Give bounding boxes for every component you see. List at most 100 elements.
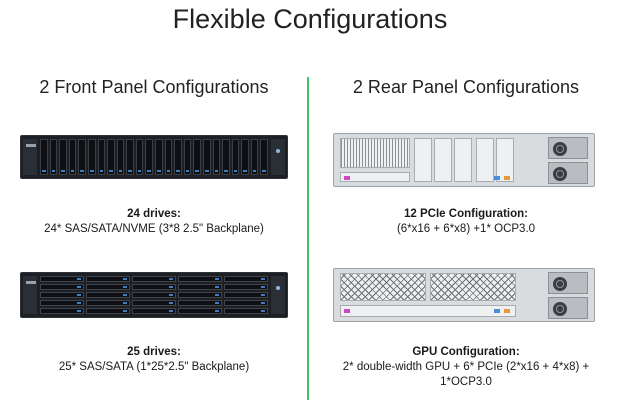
rack-ear-left — [23, 276, 37, 314]
front-config-25-caption: 25 drives: 25* SAS/SATA (1*25*2.5" Backp… — [0, 345, 308, 375]
rear-config-pcie-detail: (6*x16 + 6*x8) +1* OCP3.0 — [396, 223, 536, 235]
power-supply-unit — [548, 297, 588, 319]
drive-bay — [132, 300, 176, 306]
drive-bay — [132, 284, 176, 290]
power-led-icon — [276, 149, 280, 153]
psu-fan-icon — [553, 302, 567, 316]
drive-bay — [224, 300, 268, 306]
power-supply-unit — [548, 162, 588, 184]
drive-bay — [40, 139, 48, 175]
pcie-slot — [454, 138, 472, 182]
drive-bay — [107, 139, 115, 175]
drive-bay — [97, 139, 106, 175]
drive-bay — [126, 139, 134, 175]
front-config-24-caption: 24 drives: 24* SAS/SATA/NVME (3*8 2.5" B… — [0, 207, 308, 237]
drive-bay — [260, 139, 268, 175]
drive-bay — [202, 139, 211, 175]
pcie-slot-row — [340, 305, 516, 317]
ocp-port-icon — [504, 309, 510, 313]
drive-bay-grid — [40, 139, 268, 175]
front-panel-heading: 2 Front Panel Configurations — [39, 77, 269, 97]
drive-bay — [250, 139, 259, 175]
drive-bay — [132, 276, 176, 282]
drive-bay — [193, 139, 201, 175]
gpu-vent-panel — [430, 273, 516, 301]
pcie-slot — [414, 138, 432, 182]
drive-bay — [40, 292, 84, 298]
drive-bay — [40, 300, 84, 306]
drive-bay — [87, 139, 96, 175]
vga-port-icon — [344, 309, 350, 313]
rack-ear-right — [271, 139, 285, 175]
rear-config-gpu-caption: GPU Configuration: 2* double-width GPU +… — [318, 345, 614, 390]
page-title: Flexible Configurations — [172, 4, 448, 34]
drive-bay — [86, 308, 130, 314]
column-divider — [307, 77, 309, 400]
drive-bay — [132, 292, 176, 298]
drive-bay — [224, 308, 268, 314]
drive-bay — [86, 276, 130, 282]
power-supply-unit — [548, 272, 588, 294]
drive-bay — [164, 139, 173, 175]
drive-bay — [40, 308, 84, 314]
io-panel — [340, 172, 410, 182]
pcie-slot — [434, 138, 452, 182]
drive-bay — [224, 284, 268, 290]
drive-bay — [135, 139, 144, 175]
rear-config-gpu-detail-line2: 1*OCP3.0 — [440, 376, 492, 388]
server-front-24-drives-image — [20, 135, 288, 179]
rear-config-gpu-label: GPU Configuration: — [412, 346, 520, 358]
drive-bay — [86, 292, 130, 298]
ocp-port-icon — [504, 176, 510, 180]
psu-fan-icon — [553, 142, 567, 156]
psu-fan-icon — [553, 167, 567, 181]
drive-bay — [224, 276, 268, 282]
drive-bay — [178, 276, 222, 282]
usb-port-icon — [494, 309, 500, 313]
logo-mark — [26, 281, 36, 284]
drive-bay — [132, 308, 176, 314]
rack-ear-left — [23, 139, 37, 175]
rear-vent — [340, 138, 410, 168]
drive-bay — [40, 284, 84, 290]
server-rear-gpu-image — [333, 268, 595, 322]
rear-config-pcie-caption: 12 PCIe Configuration: (6*x16 + 6*x8) +1… — [318, 207, 614, 237]
drive-bay — [78, 139, 86, 175]
front-config-25-label: 25 drives: — [127, 346, 181, 358]
drive-bay — [231, 139, 240, 175]
drive-bay — [178, 300, 222, 306]
rear-config-gpu-detail-line1: 2* double-width GPU + 6* PCIe (2*x16 + 4… — [342, 361, 590, 373]
usb-port-icon — [494, 176, 500, 180]
drive-bay — [174, 139, 182, 175]
drive-bay — [145, 139, 153, 175]
gpu-vent-panel — [340, 273, 426, 301]
drive-bay — [40, 276, 84, 282]
drive-bay — [178, 308, 222, 314]
pcie-slot — [496, 138, 514, 182]
drive-bay — [86, 300, 130, 306]
drive-bay — [86, 284, 130, 290]
rack-ear-right — [271, 276, 285, 314]
server-front-25-drives-image — [20, 272, 288, 318]
rear-config-pcie-label: 12 PCIe Configuration: — [404, 208, 528, 220]
drive-bay — [68, 139, 77, 175]
logo-mark — [26, 144, 36, 147]
drive-bay — [155, 139, 163, 175]
rear-panel-heading: 2 Rear Panel Configurations — [352, 77, 580, 97]
power-supply-unit — [548, 137, 588, 159]
front-config-24-label: 24 drives: — [127, 208, 181, 220]
drive-bay — [222, 139, 230, 175]
drive-bay — [49, 139, 58, 175]
front-config-24-detail: 24* SAS/SATA/NVME (3*8 2.5" Backplane) — [44, 223, 264, 235]
psu-fan-icon — [553, 277, 567, 291]
drive-bay-grid — [40, 276, 268, 314]
server-rear-12-pcie-image — [333, 133, 595, 187]
drive-bay — [178, 292, 222, 298]
vga-port-icon — [344, 176, 350, 180]
pcie-slot — [476, 138, 494, 182]
power-led-icon — [276, 286, 280, 290]
drive-bay — [178, 284, 222, 290]
drive-bay — [116, 139, 125, 175]
drive-bay — [241, 139, 249, 175]
drive-bay — [212, 139, 221, 175]
